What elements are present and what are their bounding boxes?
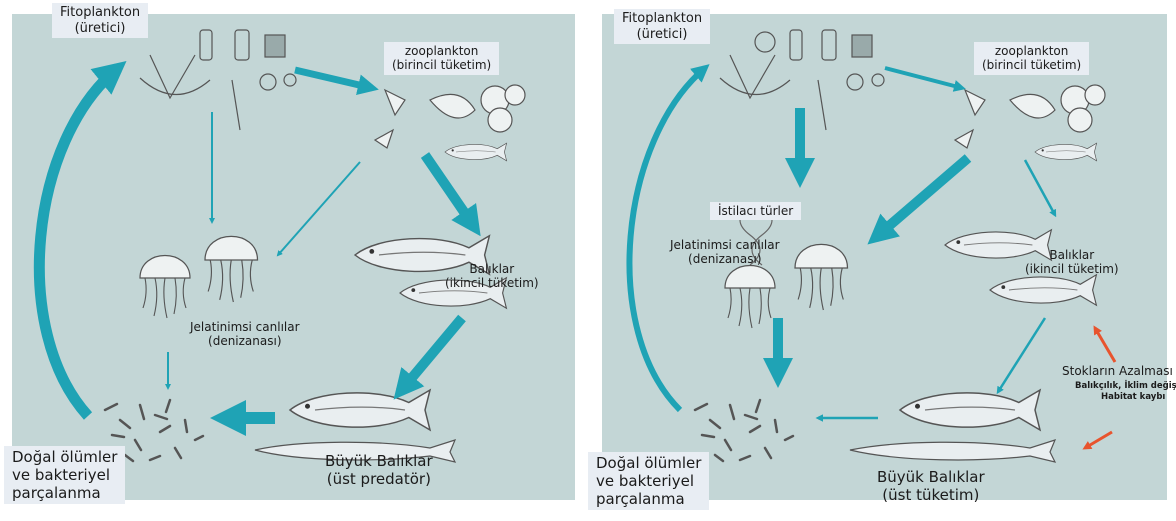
label-jellyfish: Jelatinimsi canlılar(denizanası)	[670, 238, 780, 267]
label-big-fish: Büyük Balıklar(üst tüketim)	[877, 468, 985, 504]
label-fish: Balıklar(ikincil tüketim)	[445, 262, 539, 291]
label-invasive-species: İstilacı türler	[710, 202, 801, 220]
label-jellyfish: Jelatinimsi canlılar(denizanası)	[190, 320, 300, 349]
label-phytoplankton: Fitoplankton(üretici)	[614, 9, 710, 44]
label-fish: Balıklar(ikincil tüketim)	[1025, 248, 1119, 277]
label-phytoplankton: Fitoplankton(üretici)	[52, 3, 148, 38]
label-big-fish: Büyük Balıklar(üst predatör)	[325, 452, 433, 488]
label-zooplankton: zooplankton(birincil tüketim)	[384, 42, 499, 75]
label-stock-decline: Stokların Azalması	[1062, 364, 1173, 378]
label-zooplankton: zooplankton(birincil tüketim)	[974, 42, 1089, 75]
label-stock-causes: Balıkçılık, İklim değişimiHabitat kaybı	[1075, 381, 1176, 402]
